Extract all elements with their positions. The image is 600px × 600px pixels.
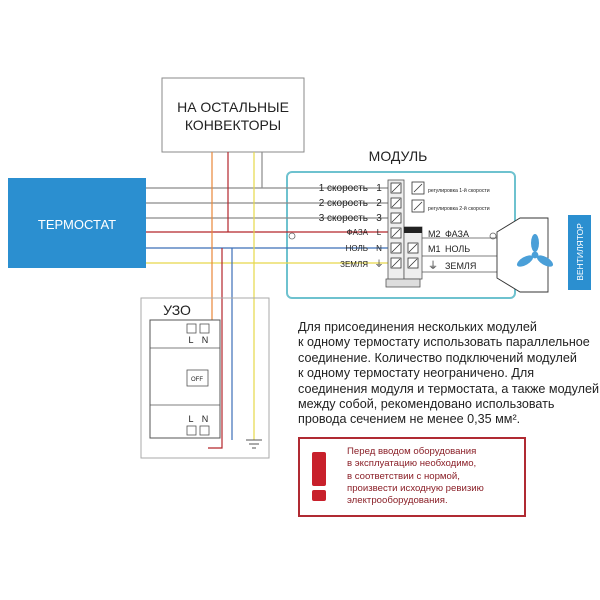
uzo-title: УЗО [163, 302, 191, 318]
warning-line: Перед вводом оборудования [347, 446, 477, 457]
module-mount-hole-left [288, 232, 296, 240]
thermostat-label: ТЕРМОСТАТ [38, 217, 116, 232]
regulation-2-label: регулировка 2-й скорости [428, 205, 490, 212]
wire-neutral-to-uzo [208, 248, 223, 449]
fan-label: ВЕНТИЛЯТОР [575, 223, 585, 281]
term-ground-label: ЗЕМЛЯ [340, 260, 368, 269]
uzo-bottom-n: N [202, 414, 209, 424]
info-line: между собой, рекомендовано использовать [298, 397, 555, 412]
other-convectors-box [161, 77, 305, 153]
term-neutral-mark: N [376, 244, 382, 253]
term-speed-1-mark: 1 [376, 183, 382, 194]
module-mount-hole-right [489, 232, 497, 240]
fan-panel [568, 215, 591, 290]
uzo-switch [186, 369, 209, 387]
uzo-top-term-n [199, 323, 210, 334]
regulation-1-label: регулировка 1-й скорости [428, 187, 490, 194]
info-line: провода сечением не менее 0,35 мм². [298, 412, 521, 427]
uzo-top-l: L [188, 335, 193, 345]
ground-icon [246, 439, 262, 449]
uzo-top-term-l [186, 323, 197, 334]
term-speed-2-mark: 2 [376, 198, 382, 209]
warning-line: в соответствии с нормой, [347, 470, 460, 482]
uzo-device [149, 319, 221, 439]
info-line: соединения модуля и термостата, а также … [298, 381, 600, 396]
uzo-top-n: N [202, 335, 209, 345]
uzo-bottom-term-n [199, 425, 210, 436]
warning-exclamation-dot-icon [312, 490, 326, 501]
uzo-frame [140, 297, 270, 459]
other-convectors-label-1: НА ОСТАЛЬНЫЕ [177, 99, 289, 115]
info-line: к одному термостату неограничено. Для [298, 366, 535, 381]
term-m1-label: НОЛЬ [445, 244, 470, 254]
warning-line: в эксплуатацию необходимо, [347, 458, 477, 470]
warning-box [298, 437, 526, 517]
warning-exclamation-icon [312, 452, 326, 486]
regulation-trimmer-1 [411, 181, 425, 195]
info-line: к одному термостату использовать паралле… [298, 335, 590, 350]
term-neutral-label: НОЛЬ [346, 244, 368, 253]
other-convectors-label-2: КОНВЕКТОРЫ [185, 117, 281, 133]
thermostat-box [8, 178, 146, 268]
term-speed-3-mark: 3 [376, 213, 382, 224]
fan-funnel [496, 217, 549, 293]
term-phase-label: ФАЗА [347, 228, 369, 237]
info-line: соединение. Количество подключений модул… [298, 350, 577, 365]
term-speed-2-label: 2 скорость [319, 198, 368, 209]
module-title: МОДУЛЬ [369, 148, 428, 164]
uzo-bottom-l: L [188, 414, 193, 424]
term-m1-mark: M1 [428, 244, 441, 254]
fan-icon [516, 234, 554, 267]
term-m2-label: ФАЗА [445, 229, 469, 239]
warning-line: произвести исходную ревизию [347, 482, 484, 494]
regulation-trimmer-2 [411, 199, 425, 213]
term-speed-1-label: 1 скорость [319, 183, 368, 194]
term-ground-right-mark: ⏚ [428, 260, 438, 272]
warning-line: электрооборудования. [347, 495, 448, 507]
warning-text: Перед вводом оборудования в эксплуатацию… [347, 446, 522, 507]
term-speed-3-label: 3 скорость [319, 213, 368, 224]
info-text: Для присоединения нескольких модулей к о… [298, 320, 600, 428]
term-phase-mark: L [377, 228, 382, 237]
term-m2-mark: M2 [428, 229, 441, 239]
uzo-off-label: OFF [191, 377, 203, 383]
uzo-bottom-term-l [186, 425, 197, 436]
term-ground-mark: ⏚ [374, 259, 383, 269]
info-line: Для присоединения нескольких модулей [298, 320, 537, 334]
terminal-screw-slots [391, 183, 418, 268]
term-ground-right-label: ЗЕМЛЯ [445, 261, 476, 271]
